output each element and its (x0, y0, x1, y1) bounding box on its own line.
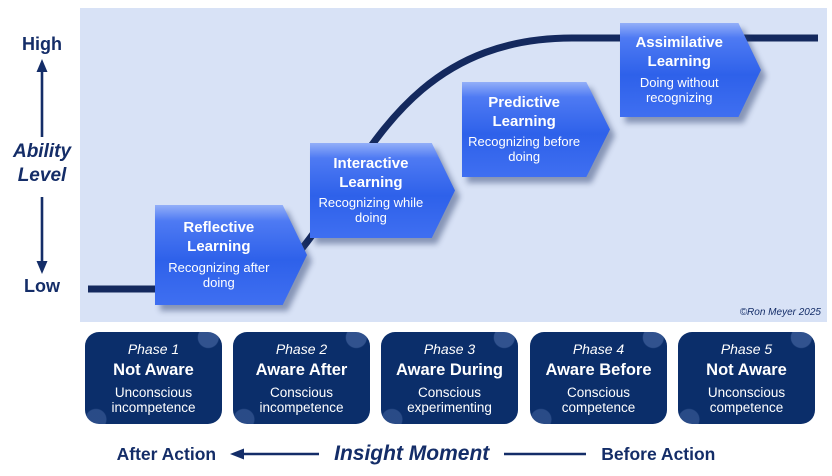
phase-card-5: Phase 5 Not Aware Unconscious competence (678, 332, 815, 424)
callout-subtitle: Recognizing after doing (168, 259, 270, 290)
phase-title: Aware After (255, 361, 348, 380)
phase-label: Phase 5 (720, 341, 773, 358)
insight-moment-label: Insight Moment (334, 442, 490, 465)
right-line (504, 452, 587, 456)
callout-title: Reflective Learning (183, 219, 255, 256)
ability-axis-arrows-icon (36, 59, 48, 274)
callout-subtitle: Doing without recognizing (639, 74, 719, 105)
insight-moment-legend: After Action Insight Moment Before Actio… (0, 438, 832, 470)
phase-subtitle: Unconscious competence (707, 384, 786, 415)
axis-title: Ability Level (0, 140, 84, 188)
callout-arrow-shape (462, 82, 610, 177)
before-action-label: Before Action (601, 443, 716, 464)
callout-title: Interactive Learning (333, 154, 409, 191)
callout-predictive-learning: Predictive Learning Recognizing before d… (462, 82, 610, 177)
phase-title: Aware During (396, 361, 503, 380)
phase-subtitle: Unconscious incompetence (111, 384, 196, 415)
axis-title-line2: Level (17, 164, 67, 186)
phase-label: Phase 4 (572, 341, 625, 358)
callout-subtitle: Recognizing before doing (468, 134, 581, 165)
callout-title: Predictive Learning (488, 93, 561, 130)
low-label: Low (24, 276, 60, 296)
phase-title: Not Aware (113, 361, 194, 380)
phase-label: Phase 2 (275, 341, 328, 358)
phase-subtitle: Conscious competence (561, 384, 636, 415)
high-label: High (22, 34, 62, 54)
callout-interactive-learning: Interactive Learning Recognizing while d… (310, 143, 455, 238)
axis-title-line1: Ability (12, 141, 72, 162)
callout-arrow-shape (155, 205, 307, 305)
left-arrow-icon (230, 448, 320, 460)
copyright: ©Ron Meyer 2025 (739, 307, 821, 318)
phase-subtitle: Conscious incompetence (259, 384, 344, 415)
phase-card-3: Phase 3 Aware During Conscious experimen… (381, 332, 518, 424)
phase-title: Aware Before (545, 361, 652, 380)
callout-assimilative-learning: Assimilative Learning Doing without reco… (620, 23, 761, 117)
callout-arrow-shape (310, 143, 455, 238)
ability-axis: High Ability Level Low (0, 0, 84, 322)
phase-title: Not Aware (706, 361, 787, 380)
phase-card-2: Phase 2 Aware After Conscious incompeten… (233, 332, 370, 424)
callout-reflective-learning: Reflective Learning Recognizing after do… (155, 205, 307, 305)
callout-arrow-shape (620, 23, 761, 117)
phase-card-4: Phase 4 Aware Before Conscious competenc… (530, 332, 667, 424)
phase-label: Phase 1 (127, 341, 180, 358)
phase-card-1: Phase 1 Not Aware Unconscious incompeten… (85, 332, 222, 424)
phase-subtitle: Conscious experimenting (407, 384, 492, 415)
phase-label: Phase 3 (423, 341, 476, 358)
after-action-label: After Action (116, 443, 217, 464)
callout-subtitle: Recognizing while doing (318, 195, 424, 226)
callout-title: Assimilative Learning (635, 34, 723, 71)
